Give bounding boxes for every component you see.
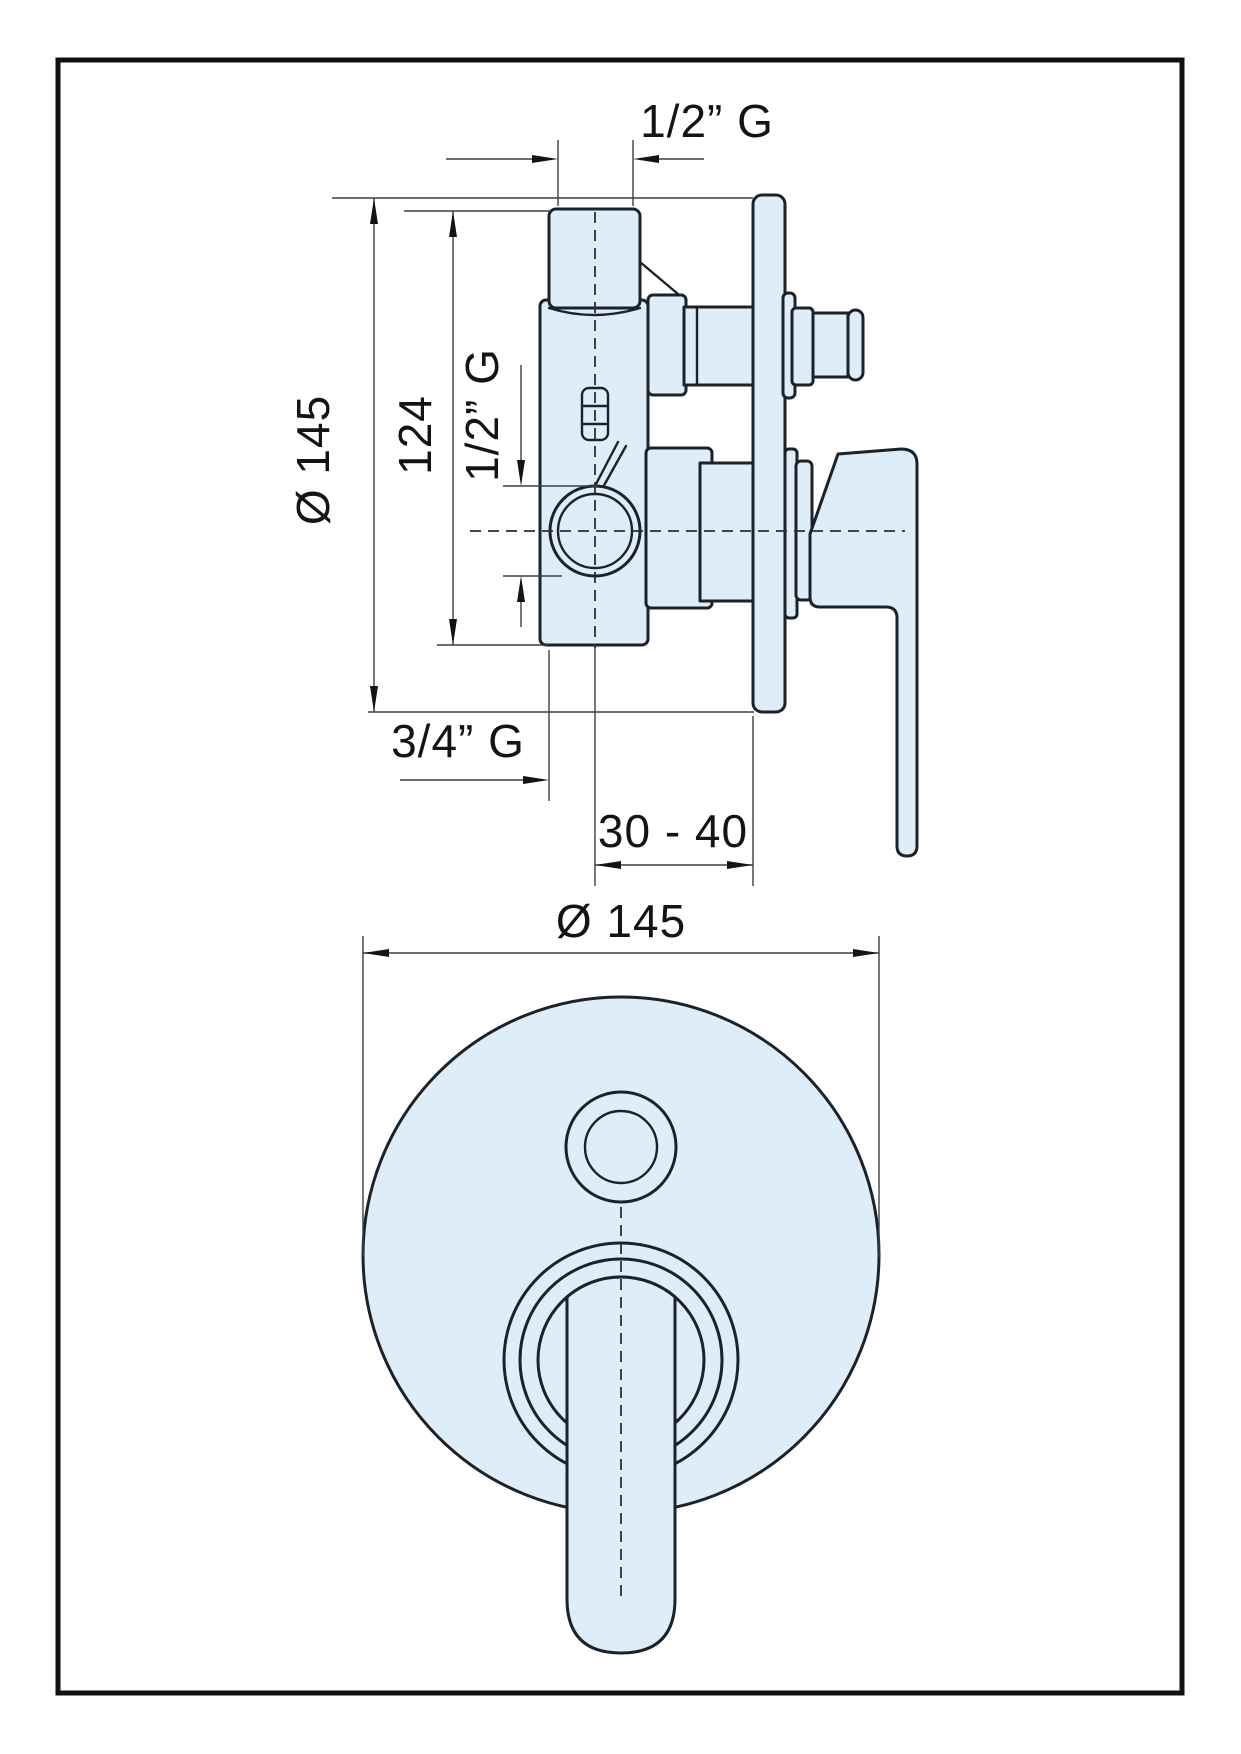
label-plate-diameter-front: Ø 145 xyxy=(556,895,686,947)
diverter-ring xyxy=(790,306,815,387)
arrowhead-left-icon xyxy=(595,861,621,869)
label-bottom-outlet-thread: 3/4” G xyxy=(391,715,525,767)
label-plate-diameter-side: Ø 145 xyxy=(287,395,339,525)
label-body-height: 124 xyxy=(389,395,441,475)
diverter-knob-outer xyxy=(564,1090,678,1204)
diverter-barrel xyxy=(811,311,850,379)
branch-chamfer-edge xyxy=(638,260,680,296)
page-border xyxy=(55,57,1185,1696)
branch-flange-nut xyxy=(646,293,688,397)
arrowhead-up-icon xyxy=(449,211,457,237)
handle-lever-side xyxy=(808,447,919,858)
arrowhead-right-icon xyxy=(532,155,558,163)
branch-pipe xyxy=(682,305,758,387)
diverter-knob-inner xyxy=(583,1109,659,1185)
diverter-cap xyxy=(846,308,865,382)
valve-body xyxy=(538,298,650,647)
arrowhead-down-icon xyxy=(370,686,378,712)
arrowhead-right-icon xyxy=(853,949,879,957)
arrowhead-left-icon xyxy=(363,949,389,957)
limiter-capsule xyxy=(580,386,610,442)
arrowhead-left-icon xyxy=(633,155,659,163)
label-wall-depth: 30 - 40 xyxy=(598,805,748,857)
arrowhead-right-icon xyxy=(727,861,753,869)
label-side-port-thread: 1/2” G xyxy=(456,348,508,482)
port-funnel-edge-right xyxy=(600,444,628,491)
port-funnel-edge-left xyxy=(593,440,620,488)
label-inlet-thread: 1/2” G xyxy=(640,95,774,147)
front-view: Ø 145 xyxy=(361,895,881,1655)
side-view: 1/2” G Ø 145 124 1/2” G 3/4” G 30 - 40 xyxy=(287,95,919,886)
arrowhead-right-icon xyxy=(523,776,549,784)
inlet-pipe-shoulder xyxy=(547,306,642,317)
arrowhead-down-icon xyxy=(449,619,457,645)
arrowhead-up-icon xyxy=(517,576,525,602)
arrowhead-down-icon xyxy=(517,460,525,486)
arrowhead-up-icon xyxy=(370,198,378,224)
wall-plate xyxy=(751,193,787,714)
